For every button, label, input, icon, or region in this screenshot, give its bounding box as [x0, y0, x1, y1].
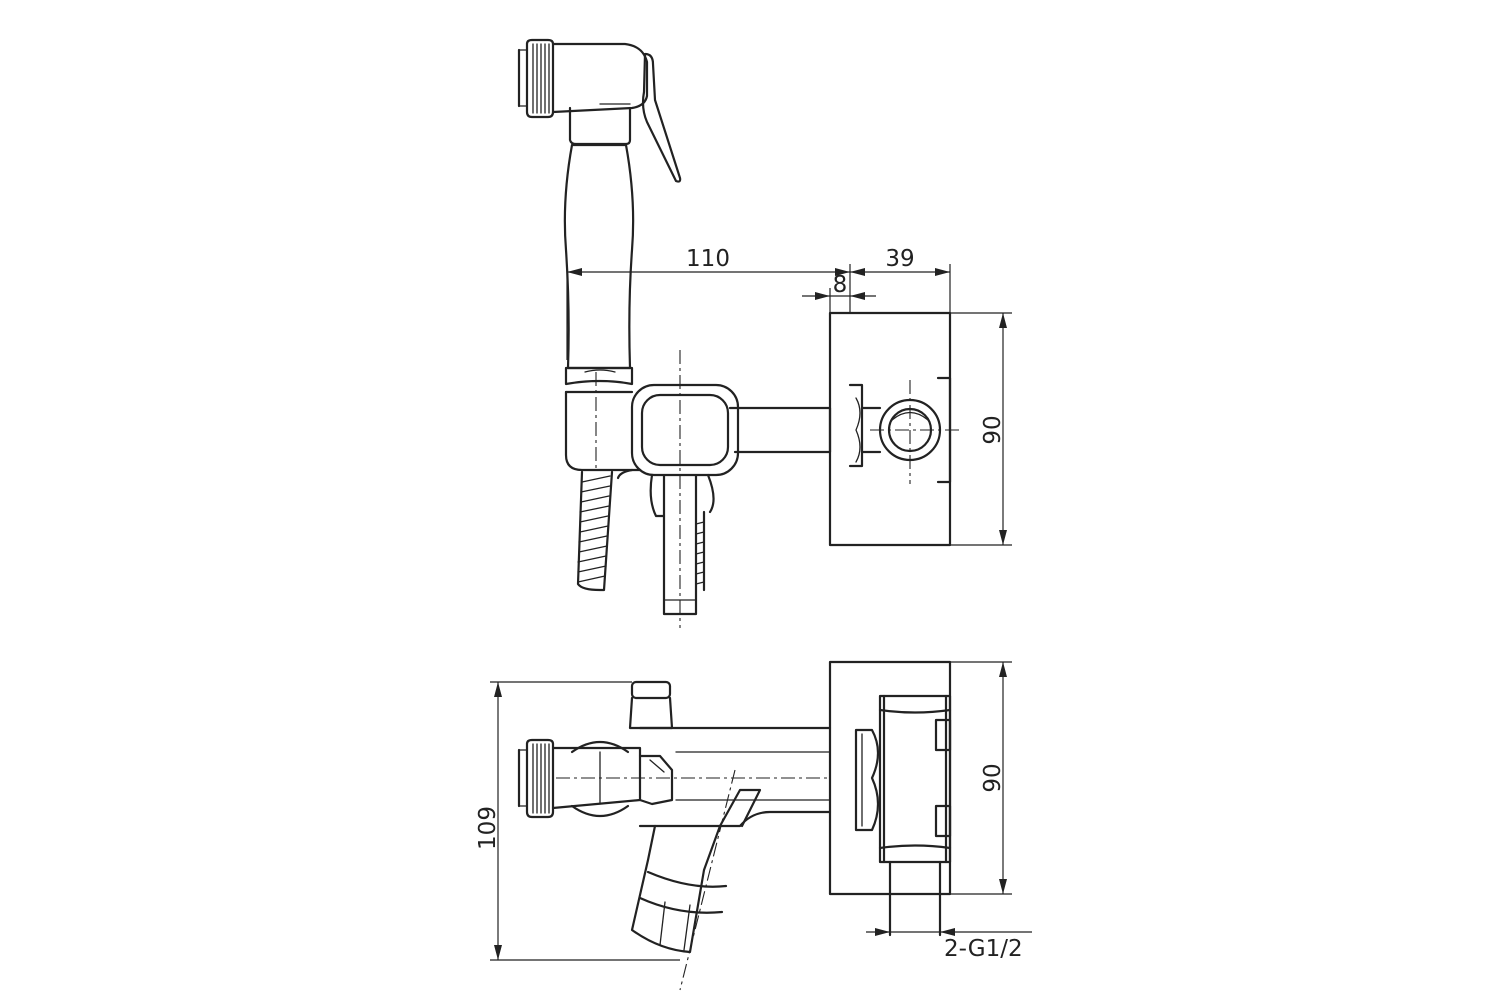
centerlines-top	[595, 350, 960, 628]
dimensions-bottom: 109 90 2-G1/2	[475, 661, 1032, 962]
side-spray-head	[517, 738, 642, 819]
dimension-109-label: 109	[475, 806, 501, 850]
dimension-90-bottom-label: 90	[980, 763, 1006, 792]
dimensions-top: 110 39 8 90	[566, 246, 1012, 546]
valve-stem	[649, 473, 715, 616]
dimension-39-label: 39	[885, 246, 914, 272]
holder-body	[564, 383, 832, 480]
bottom-view: 109 90 2-G1/2	[475, 660, 1032, 991]
hose	[576, 470, 614, 592]
side-angled-stem	[630, 769, 762, 991]
wall-plate-side	[828, 660, 952, 937]
side-knurl-lines	[532, 743, 550, 814]
dimension-90-top-label: 90	[980, 415, 1006, 444]
handle	[563, 143, 635, 386]
side-body	[556, 680, 832, 828]
knurl-lines	[532, 43, 550, 114]
spray-head	[517, 38, 682, 183]
top-view: 110 39 8 90	[517, 38, 1012, 628]
stem-ribs	[695, 510, 706, 592]
hose-coils	[577, 475, 611, 583]
wall-plate-top	[828, 311, 952, 547]
dimension-8-label: 8	[833, 272, 848, 298]
thread-label: 2-G1/2	[944, 936, 1023, 962]
dimension-110-label: 110	[686, 246, 730, 272]
